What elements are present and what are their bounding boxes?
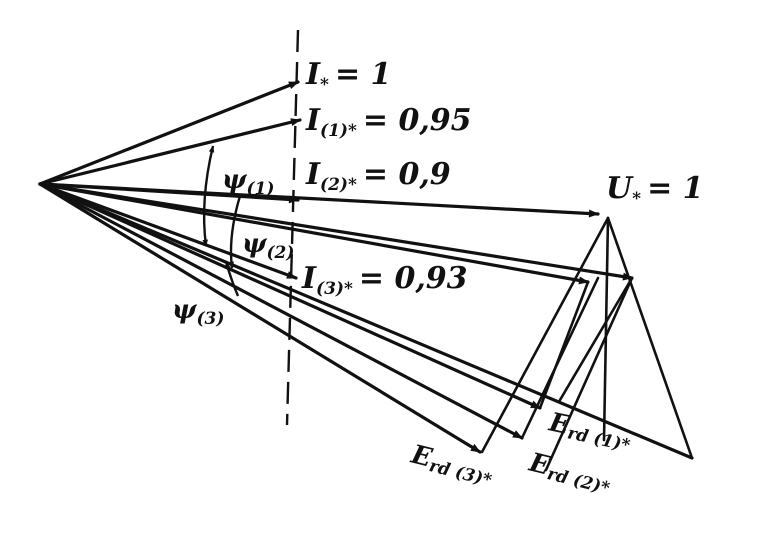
label-i2: I(2)*= 0,9 xyxy=(305,157,451,195)
psi2-arc xyxy=(228,195,242,269)
label-erd2: Erd (2)* xyxy=(525,447,615,498)
label-i1: I(1)*= 0,95 xyxy=(305,103,472,141)
current-vector-i3 xyxy=(38,182,298,280)
label-psi1: ψ(1) xyxy=(222,165,274,199)
label-u-star: U*= 1 xyxy=(606,171,704,209)
triangle-edge-4 xyxy=(544,276,634,472)
label-i3: I(3)*= 0,93 xyxy=(301,261,468,299)
triangle-edge-2 xyxy=(602,216,610,442)
erd3-vector xyxy=(38,182,482,454)
label-psi3: ψ(3) xyxy=(172,295,224,329)
radial-line-b xyxy=(38,182,590,285)
psi1-arc xyxy=(202,145,215,247)
triangle-edge-6 xyxy=(538,280,590,410)
psi3-arc xyxy=(224,261,240,297)
current-vector-i-star xyxy=(38,80,300,186)
voltage-vector-u xyxy=(38,182,600,218)
erd2-vector-long xyxy=(38,182,524,440)
erd1-vector xyxy=(38,182,694,460)
current-vector-i1 xyxy=(38,118,302,186)
reference-dashed-line xyxy=(285,29,300,426)
erd2-vector xyxy=(38,182,542,410)
label-psi2: ψ(2) xyxy=(242,229,294,263)
triangle-edge-7 xyxy=(558,276,634,402)
radial-line-a xyxy=(38,182,634,281)
triangle-edge-1 xyxy=(606,216,694,460)
label-i-star: I*= 1 xyxy=(305,57,391,95)
triangle-edge-3 xyxy=(480,216,610,454)
